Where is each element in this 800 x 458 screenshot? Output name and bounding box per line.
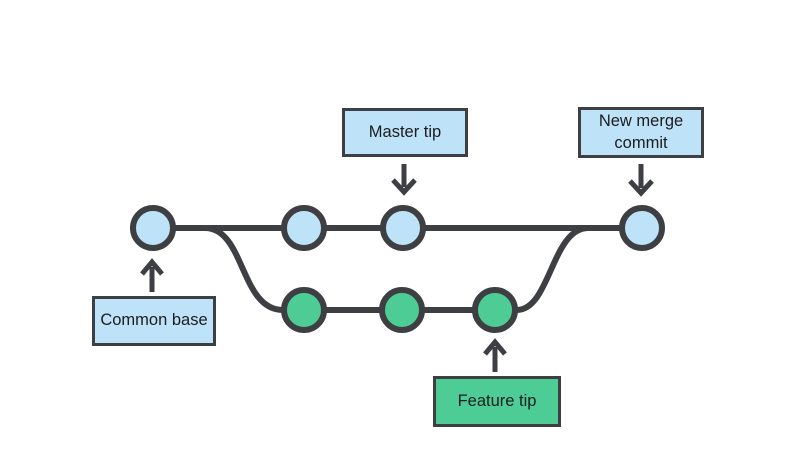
arrow-up-feature-tip-icon [483, 338, 507, 372]
new-merge-commit-label-text: New merge commit [598, 112, 684, 152]
annotation-arrows [140, 164, 654, 372]
master-tip-label-text: Master tip [368, 122, 442, 141]
master-tip-label: Master tip [342, 108, 468, 157]
feature-commits [281, 287, 518, 333]
arrow-up-common-base-icon [140, 258, 164, 292]
feature-tip-label-text: Feature tip [457, 391, 537, 410]
commit-node-feature-tip [472, 287, 518, 333]
branch-split-curve [204, 225, 284, 313]
arrow-down-master-tip-icon [391, 164, 417, 196]
master-commits [130, 205, 665, 251]
commit-node-feature-2 [379, 287, 425, 333]
feature-tip-label: Feature tip [433, 376, 561, 427]
common-base-label-text: Common base [100, 311, 208, 330]
new-merge-commit-label: New merge commit [578, 107, 704, 158]
commit-node-common-base [130, 205, 176, 251]
branch-merge-curve [516, 225, 589, 313]
commit-node-master-tip [380, 205, 426, 251]
commit-node-new-merge [619, 205, 665, 251]
commit-node-feature-1 [281, 287, 327, 333]
commit-node-master-2 [281, 205, 327, 251]
arrow-down-new-merge-icon [628, 164, 654, 197]
common-base-label: Common base [92, 296, 216, 346]
